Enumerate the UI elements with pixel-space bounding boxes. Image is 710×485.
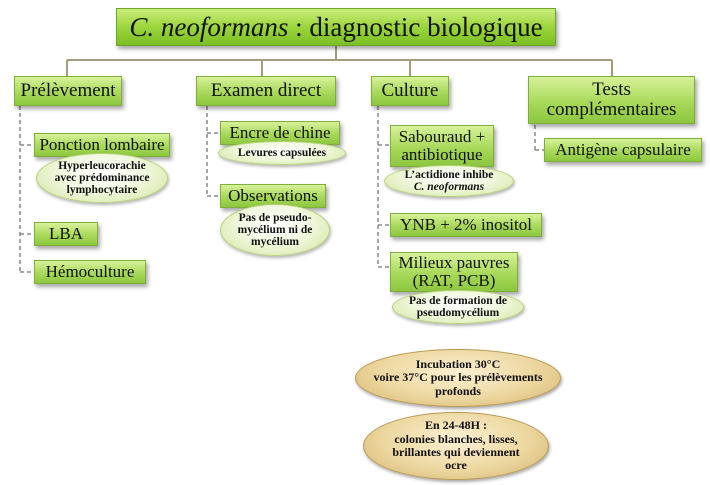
sabouraud-note-species: C. neoformans bbox=[413, 181, 485, 193]
lba-label: LBA bbox=[49, 224, 83, 244]
encre-de-chine-label: Encre de chine bbox=[229, 123, 331, 143]
category-prelevement-label: Prélèvement bbox=[20, 80, 116, 102]
milieux-pauvres-label: Milieux pauvres (RAT, PCB) bbox=[398, 253, 510, 290]
observations-note-ellipse: Pas de pseudo- mycélium ni de mycélium bbox=[220, 204, 330, 256]
sabouraud-label: Sabouraud + antibiotique bbox=[398, 127, 486, 164]
hemoculture-label: Hémoculture bbox=[45, 262, 135, 282]
category-culture: Culture bbox=[371, 76, 449, 106]
category-examen-direct: Examen direct bbox=[196, 76, 336, 106]
ponction-note-text: Hyperleucorachie avec prédominance lymph… bbox=[54, 159, 150, 197]
encre-note-ellipse: Levures capsulées bbox=[218, 141, 346, 165]
sabouraud-note-ellipse: L’actidione inhibe C. neoformans bbox=[384, 165, 514, 197]
ponction-lombaire-label: Ponction lombaire bbox=[39, 135, 165, 155]
milieux-note-text: Pas de formation de pseudomycélium bbox=[408, 294, 508, 319]
ponction-lombaire-box: Ponction lombaire bbox=[34, 133, 170, 157]
title-rest: : diagnostic biologique bbox=[288, 11, 543, 42]
observations-note-text: Pas de pseudo- mycélium ni de mycélium bbox=[237, 211, 313, 249]
ynb-label: YNB + 2% inositol bbox=[400, 215, 532, 235]
category-prelevement: Prélèvement bbox=[14, 76, 122, 106]
category-culture-label: Culture bbox=[381, 80, 439, 102]
ynb-box: YNB + 2% inositol bbox=[390, 213, 542, 237]
sabouraud-box: Sabouraud + antibiotique bbox=[390, 125, 494, 167]
incubation-text: Incubation 30°C voire 37°C pour les prél… bbox=[373, 356, 543, 398]
milieux-note-ellipse: Pas de formation de pseudomycélium bbox=[392, 290, 524, 324]
milieux-pauvres-box: Milieux pauvres (RAT, PCB) bbox=[390, 252, 518, 292]
observations-label: Observations bbox=[228, 186, 318, 206]
diagram-title: C. neoformans : diagnostic biologique bbox=[116, 8, 556, 46]
hemoculture-box: Hémoculture bbox=[34, 260, 146, 284]
title-species: C. neoformans bbox=[129, 11, 289, 42]
antigene-capsulaire-label: Antigène capsulaire bbox=[555, 140, 691, 160]
category-examen-label: Examen direct bbox=[210, 80, 322, 102]
ponction-note-ellipse: Hyperleucorachie avec prédominance lymph… bbox=[36, 153, 168, 203]
antigene-capsulaire-box: Antigène capsulaire bbox=[544, 138, 702, 162]
colonies-text: En 24-48H : colonies blanches, lisses, b… bbox=[392, 418, 520, 473]
incubation-ellipse: Incubation 30°C voire 37°C pour les prél… bbox=[355, 349, 561, 407]
lba-box: LBA bbox=[34, 222, 98, 246]
sabouraud-note-text: L’actidione inhibe bbox=[404, 168, 494, 181]
category-tests-label: Tests complémentaires bbox=[546, 79, 677, 120]
encre-note-text: Levures capsulées bbox=[237, 146, 327, 159]
category-tests-complementaires: Tests complémentaires bbox=[528, 76, 695, 124]
colonies-ellipse: En 24-48H : colonies blanches, lisses, b… bbox=[363, 412, 549, 480]
